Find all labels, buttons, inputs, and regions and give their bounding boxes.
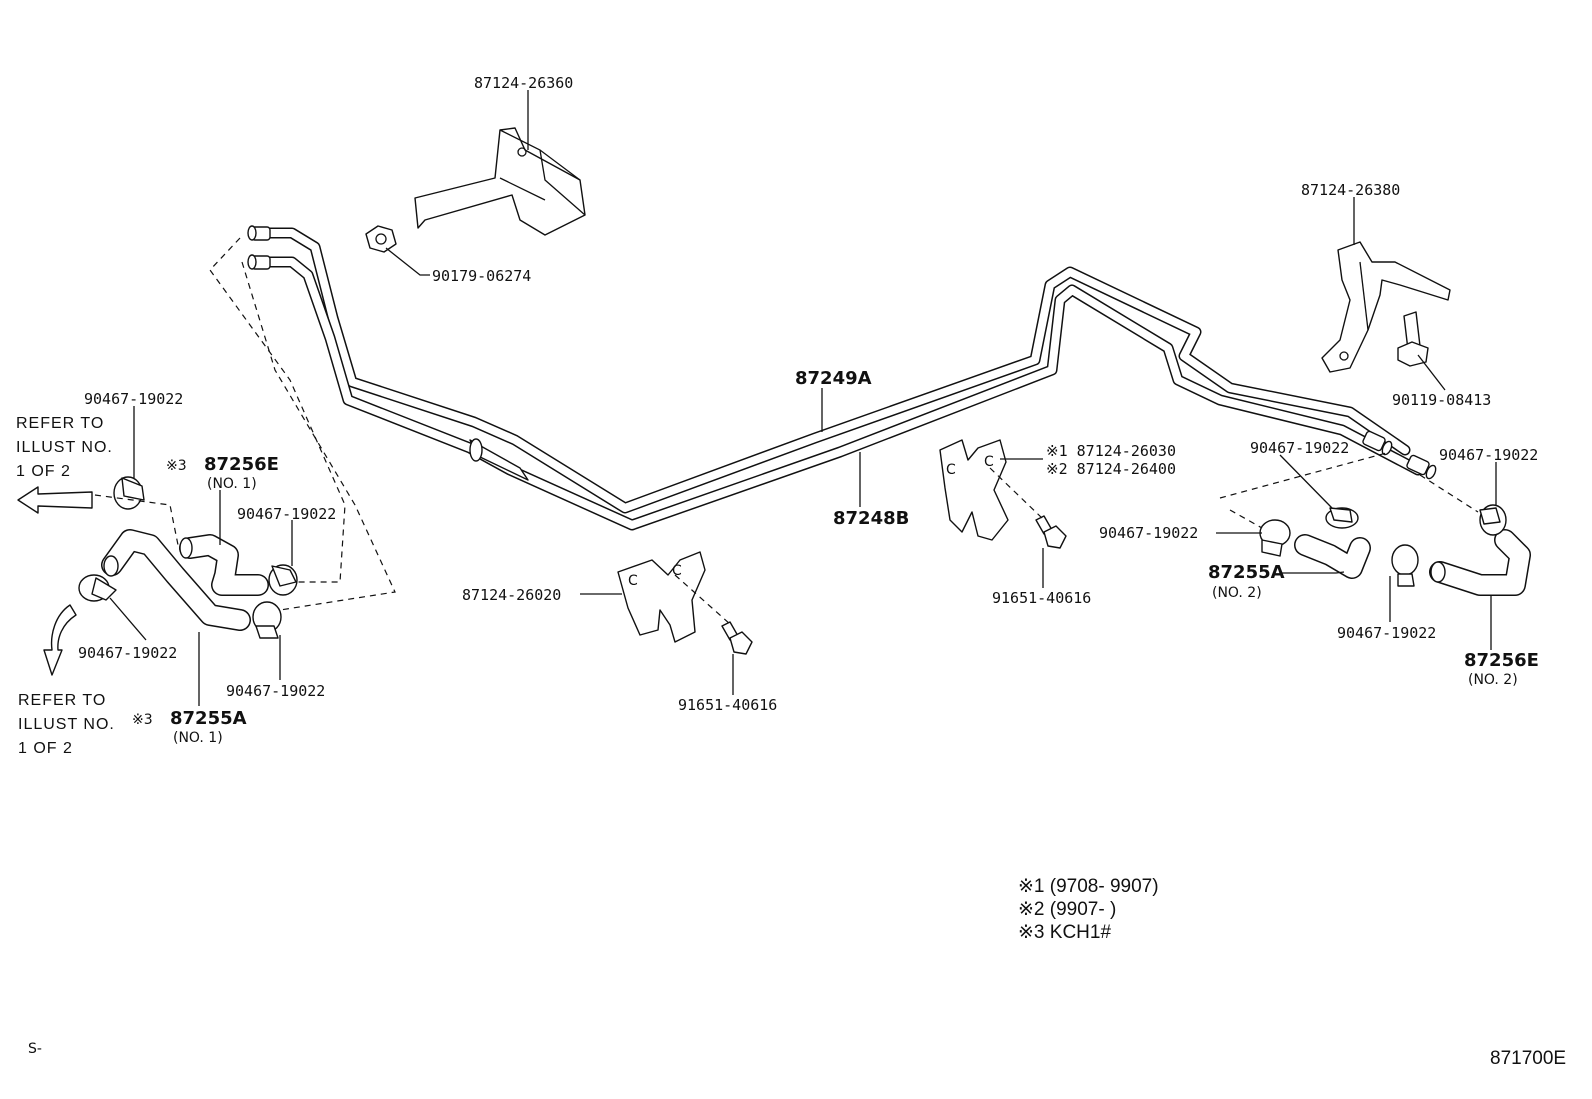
- bolt-91651-40616-center: [721, 621, 753, 655]
- label-87256e-no1: 87256E: [204, 454, 279, 475]
- label-clamp-right-d: 90467-19022: [1439, 446, 1538, 464]
- label-87124-26380: 87124-26380: [1301, 181, 1400, 199]
- nut-90179-06274: [365, 225, 397, 253]
- clamp-right-b-icon: [1325, 507, 1359, 529]
- label-87255a-no1-sub: (NO. 1): [173, 730, 223, 746]
- mark-87256e-no1: ※3: [166, 458, 187, 474]
- pipe-87248b: [256, 256, 1424, 531]
- leader-lines: [109, 90, 1497, 706]
- hose-87256e-no2: [1429, 529, 1531, 596]
- label-clamp-left-mid: 90467-19022: [237, 505, 336, 523]
- label-clamp-left-low: 90467-19022: [226, 682, 325, 700]
- clamp-left-mid-icon: [268, 564, 298, 596]
- label-87255a-no2-sub: (NO. 2): [1212, 585, 1262, 601]
- pipe-fitting-right-upper: [1362, 430, 1393, 456]
- refer-arrow-top-icon: [17, 486, 93, 514]
- label-clamp-left-top: 90467-19022: [84, 390, 183, 408]
- label-87255a-no1: 87255A: [170, 708, 247, 729]
- label-clamp-right-a: 90467-19022: [1099, 524, 1198, 542]
- label-90119-08413: 90119-08413: [1392, 391, 1491, 409]
- label-87124-26020: 87124-26020: [462, 586, 561, 604]
- label-clamp-right-c: 90467-19022: [1337, 624, 1436, 642]
- note-2: ※2 (9907- ): [1018, 899, 1116, 920]
- label-87124-26360: 87124-26360: [474, 74, 573, 92]
- svg-text:C: C: [984, 454, 994, 470]
- label-91651-40616-center: 91651-40616: [678, 696, 777, 714]
- bracket-87124-26380: [1321, 241, 1451, 373]
- diagram-id: 871700E: [1490, 1048, 1566, 1069]
- note-3: ※3 KCH1#: [1018, 922, 1111, 943]
- corner-left-code: S-: [28, 1041, 42, 1057]
- label-90179-06274: 90179-06274: [432, 267, 531, 285]
- refer-top-line1: REFER TO: [16, 415, 104, 432]
- refer-top-line3: 1 OF 2: [16, 463, 71, 480]
- label-87248b: 87248B: [833, 508, 909, 529]
- clamp-87124-26030: C C: [939, 439, 1009, 541]
- assembly-dashed-lines: [94, 237, 1479, 625]
- bolt-91651-40616-right: [1035, 515, 1067, 549]
- clamp-right-a-icon: [1259, 519, 1291, 557]
- hose-87256e-no1: [179, 534, 269, 596]
- hose-87255a-no1: [101, 529, 251, 631]
- label-clamp-right-b: 90467-19022: [1250, 439, 1349, 457]
- mark-87255a-no1: ※3: [132, 712, 153, 728]
- label-87124-26030: ※1 87124-26030: [1046, 442, 1176, 460]
- refer-arrow-bottom-icon: [43, 604, 77, 676]
- pipe-87249a: [256, 227, 1411, 514]
- label-87256e-no2: 87256E: [1464, 650, 1539, 671]
- pipe-fitting-left-lower: [247, 254, 271, 270]
- clamp-left-top-icon: [113, 476, 145, 510]
- refer-bottom-line3: 1 OF 2: [18, 740, 73, 757]
- clamp-left-low-icon: [252, 601, 282, 639]
- pipe-fitting-left-upper: [247, 225, 271, 241]
- clamp-right-d-icon: [1479, 504, 1507, 536]
- svg-text:C: C: [628, 573, 638, 589]
- clamp-87124-26020: C C: [617, 551, 706, 643]
- label-clamp-left-bottom: 90467-19022: [78, 644, 177, 662]
- pipe-grommet: [469, 438, 529, 481]
- refer-bottom-line2: ILLUST NO.: [18, 716, 115, 733]
- note-1: ※1 (9708- 9907): [1018, 876, 1159, 897]
- hose-87255a-no2: [1294, 534, 1371, 579]
- label-87249a: 87249A: [795, 368, 872, 389]
- label-87256e-no1-sub: (NO. 1): [207, 476, 257, 492]
- label-87255a-no2: 87255A: [1208, 562, 1285, 583]
- refer-bottom-line1: REFER TO: [18, 692, 106, 709]
- label-87124-26400: ※2 87124-26400: [1046, 460, 1176, 478]
- svg-text:C: C: [672, 563, 682, 579]
- label-91651-40616-right: 91651-40616: [992, 589, 1091, 607]
- bracket-87124-26360: [414, 127, 586, 236]
- clamp-left-bottom-icon: [78, 574, 117, 602]
- label-87256e-no2-sub: (NO. 2): [1468, 672, 1518, 688]
- refer-top-line2: ILLUST NO.: [16, 439, 113, 456]
- clamp-right-c-icon: [1391, 544, 1419, 587]
- svg-text:C: C: [946, 462, 956, 478]
- bolt-90119-08413: [1397, 311, 1429, 367]
- pipe-fitting-right-lower: [1406, 454, 1437, 480]
